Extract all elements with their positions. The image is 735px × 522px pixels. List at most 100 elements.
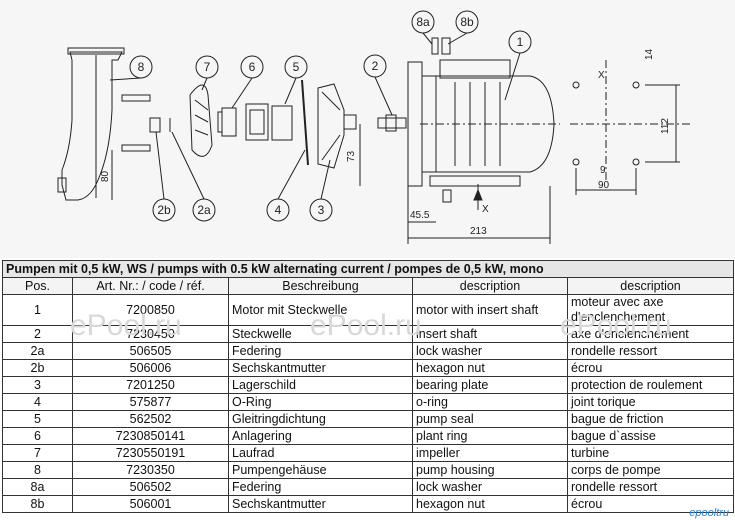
table-row: 5 562502 Gleitringdichtung pump seal bag… <box>2 410 735 428</box>
callout-label-7: 7 <box>204 60 211 74</box>
callout-label-4: 4 <box>275 203 282 217</box>
cell-fr: joint torique <box>566 393 735 411</box>
cell-en: lock washer <box>412 342 568 360</box>
cell-de: Sechskantmutter <box>228 495 413 513</box>
cell-de: Sechskantmutter <box>228 359 413 377</box>
nut-washer-part <box>149 117 171 133</box>
cell-art: 7230550191 <box>72 444 229 462</box>
dim-label-9: 9 <box>600 165 606 176</box>
cell-en: pump seal <box>412 410 568 428</box>
callout-label-1: 1 <box>517 35 524 49</box>
impeller-part <box>189 84 213 157</box>
table-row: 2 7230450 Steckwelle insert shaft axe d'… <box>2 325 735 343</box>
cell-de: O-Ring <box>228 393 413 411</box>
table-title: Pumpen mit 0,5 kW, WS / pumps with 0.5 k… <box>1 260 735 278</box>
cell-fr: turbine <box>566 444 735 462</box>
pump-housing-part <box>57 47 151 201</box>
cell-de: Laufrad <box>228 444 413 462</box>
table-row: 6 7230850141 Anlagering plant ring bague… <box>2 427 735 445</box>
callout-label-6: 6 <box>249 60 256 74</box>
cell-en: lock washer <box>412 478 568 496</box>
dim-label-73: 73 <box>346 150 357 162</box>
table-row: 2b 506006 Sechskantmutter hexagon nut éc… <box>2 359 735 377</box>
cell-pos: 8b <box>2 495 73 513</box>
header-beschreibung: Beschreibung <box>228 277 413 295</box>
insert-shaft-part <box>377 114 407 132</box>
cell-art: 7201250 <box>72 376 229 394</box>
site-logo: epooltru <box>689 507 729 519</box>
table-title-row: Pumpen mit 0,5 kW, WS / pumps with 0.5 k… <box>1 260 735 278</box>
cell-pos: 2b <box>2 359 73 377</box>
o-ring-part <box>301 79 309 166</box>
callout-label-5: 5 <box>293 60 300 74</box>
cell-fr: écrou <box>566 495 735 513</box>
cell-pos: 7 <box>2 444 73 462</box>
table-row: 8 7230350 Pumpengehäuse pump housing cor… <box>2 461 735 479</box>
cell-art: 562502 <box>72 410 229 428</box>
cell-de: Anlagering <box>228 427 413 445</box>
cell-pos: 2 <box>2 325 73 343</box>
cell-en: plant ring <box>412 427 568 445</box>
cell-fr: protection de roulement <box>566 376 735 394</box>
dim-label-112: 112 <box>660 118 671 134</box>
callout-label-3: 3 <box>318 203 325 217</box>
header-description-fr: description <box>566 277 735 295</box>
cell-art: 506505 <box>72 342 229 360</box>
cell-en: o-ring <box>412 393 568 411</box>
cell-de: Federing <box>228 478 413 496</box>
header-description-en: description <box>412 277 568 295</box>
cell-pos: 5 <box>2 410 73 428</box>
cell-pos: 8a <box>2 478 73 496</box>
table-row: 3 7201250 Lagerschild bearing plate prot… <box>2 376 735 394</box>
cell-en: pump housing <box>412 461 568 479</box>
cell-de: Steckwelle <box>228 325 413 343</box>
cell-de: Motor mit Steckwelle <box>228 294 413 326</box>
cell-en: impeller <box>412 444 568 462</box>
cell-fr: bague de friction <box>566 410 735 428</box>
header-art-nr: Art. Nr.: / code / réf. <box>72 277 229 295</box>
cell-en: bearing plate <box>412 376 568 394</box>
cell-fr: rondelle ressort <box>566 478 735 496</box>
cell-art: 575877 <box>72 393 229 411</box>
cell-pos: 1 <box>2 294 73 326</box>
dim-label-45-5: 45.5 <box>410 210 430 221</box>
cell-art: 7200850 <box>72 294 229 326</box>
cell-fr: écrou <box>566 359 735 377</box>
bearing-plate-part <box>317 83 357 169</box>
cell-art: 7230850141 <box>72 427 229 445</box>
cell-de: Gleitringdichtung <box>228 410 413 428</box>
cell-art: 506502 <box>72 478 229 496</box>
callout-label-2b: 2b <box>157 203 171 217</box>
cell-pos: 3 <box>2 376 73 394</box>
table-row: 1 7200850 Motor mit Steckwelle motor wit… <box>2 294 735 326</box>
table-row: 2a 506505 Federing lock washer rondelle … <box>2 342 735 360</box>
cell-art: 506001 <box>72 495 229 513</box>
header-pos: Pos. <box>2 277 73 295</box>
dim-label-x-top: X <box>598 70 605 81</box>
table-header-row: Pos. Art. Nr.: / code / réf. Beschreibun… <box>2 277 735 295</box>
dim-label-90: 90 <box>598 180 610 191</box>
cell-art: 506006 <box>72 359 229 377</box>
pump-seal-part <box>245 103 293 141</box>
cell-fr: bague d`assise <box>566 427 735 445</box>
cell-art: 7230350 <box>72 461 229 479</box>
dim-label-80: 80 <box>100 170 111 182</box>
cell-fr: rondelle ressort <box>566 342 735 360</box>
cell-pos: 6 <box>2 427 73 445</box>
cell-en: motor with insert shaft <box>412 294 568 326</box>
cell-pos: 8 <box>2 461 73 479</box>
callout-label-2: 2 <box>372 59 379 73</box>
callout-label-2a: 2a <box>197 203 211 217</box>
table-row: 8b 506001 Sechskantmutter hexagon nut éc… <box>2 495 735 513</box>
callout-label-8: 8 <box>138 60 145 74</box>
cell-en: insert shaft <box>412 325 568 343</box>
table-row: 8a 506502 Federing lock washer rondelle … <box>2 478 735 496</box>
callout-label-8b: 8b <box>460 15 474 29</box>
table-row: 7 7230550191 Laufrad impeller turbine <box>2 444 735 462</box>
table-row: 4 575877 O-Ring o-ring joint torique <box>2 393 735 411</box>
dim-label-x-bottom: X <box>482 204 489 215</box>
plant-ring-part <box>217 107 237 137</box>
cell-fr: axe d'enclenchement <box>566 325 735 343</box>
cell-en: hexagon nut <box>412 359 568 377</box>
cell-de: Federing <box>228 342 413 360</box>
